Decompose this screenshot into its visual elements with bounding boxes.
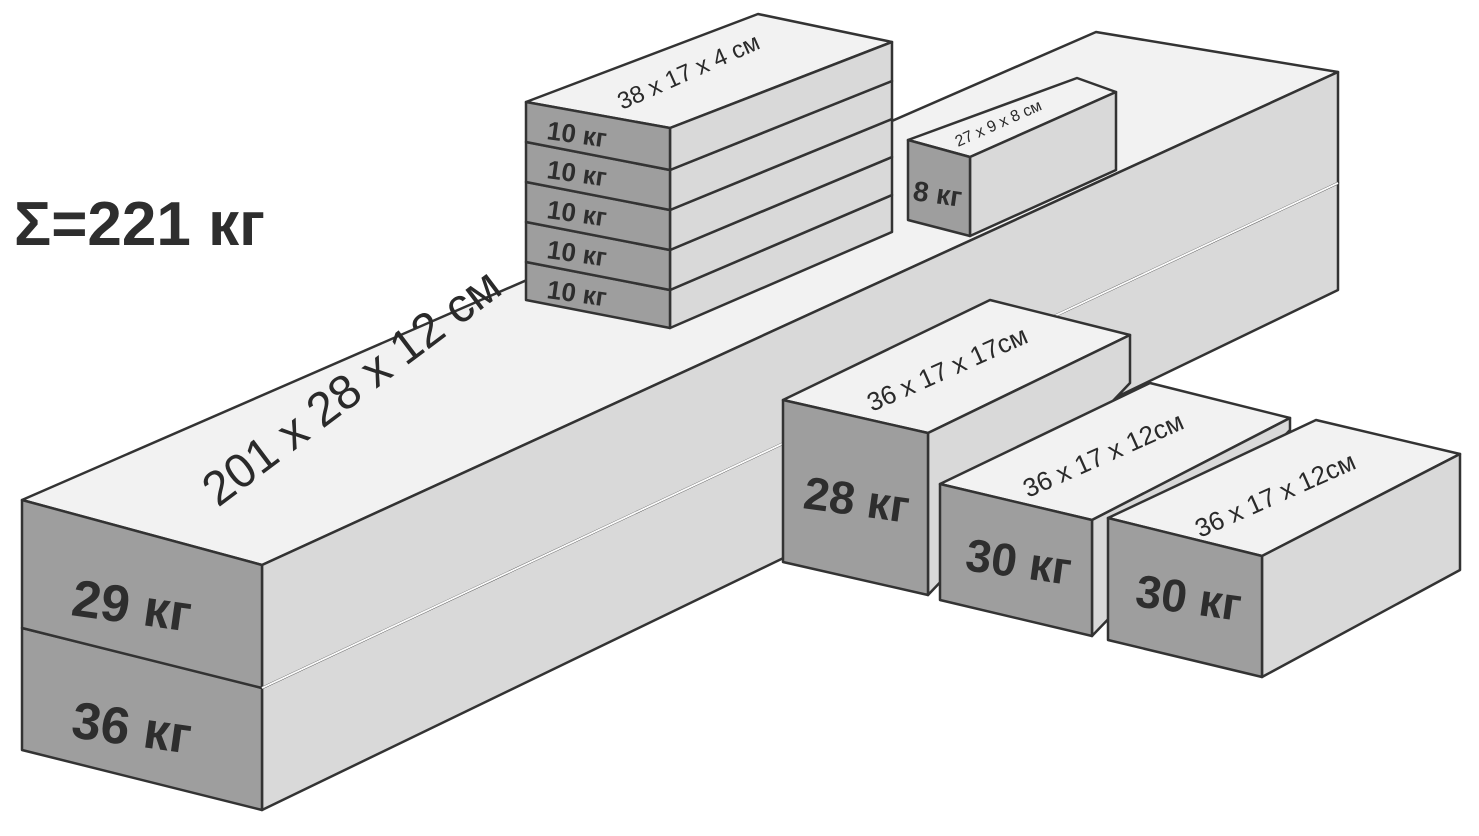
stack-box-2	[524, 79, 894, 212]
stack-box-1	[524, 12, 894, 172]
small-box-weight: 8 кг	[911, 175, 964, 213]
total-weight-label: Σ=221 кг	[14, 190, 265, 259]
small-box	[906, 76, 1118, 238]
flat-box-b	[1106, 418, 1462, 679]
stack-box-3	[524, 117, 894, 252]
stack-box-4	[524, 155, 894, 292]
